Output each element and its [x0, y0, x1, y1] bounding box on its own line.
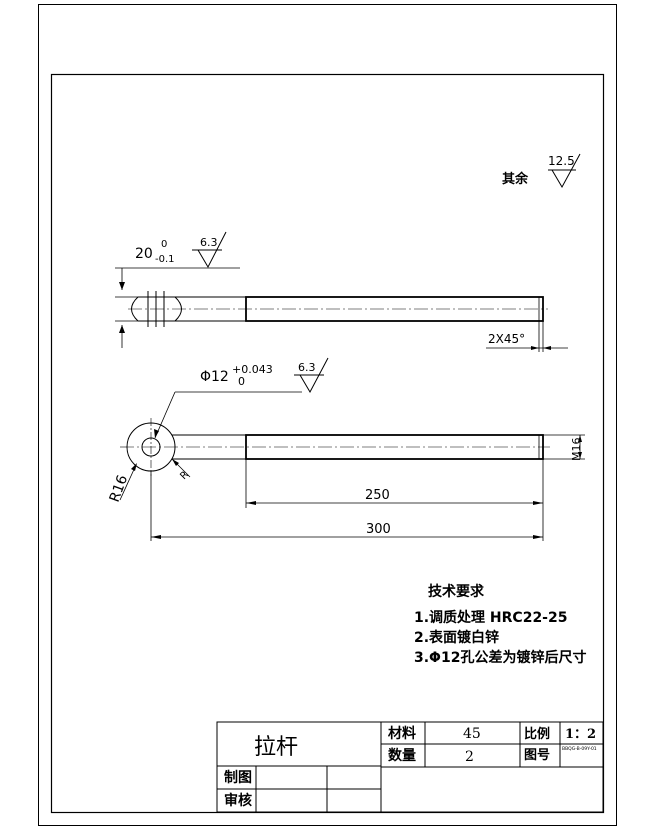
checked-label: 审核	[224, 792, 252, 809]
tech-req-item-2: 2.表面镀白锌	[414, 629, 499, 646]
top-width-tol-upper: 0	[161, 239, 167, 250]
material-label: 材料	[388, 725, 416, 742]
hole-tol-lower: 0	[238, 375, 245, 388]
top-roughness-value: 6.3	[200, 236, 218, 249]
hole-tol-upper: +0.043	[232, 363, 273, 376]
tech-requirements: 技术要求 1.调质处理 HRC22-25 2.表面镀白锌 3.Φ12孔公差为镀锌…	[414, 583, 586, 666]
surface-finish-other-value: 12.5	[548, 154, 575, 168]
total-length: 300	[366, 522, 391, 537]
tech-req-title: 技术要求	[428, 583, 485, 600]
rod-diameter: M16	[570, 438, 583, 462]
quantity-label: 数量	[388, 747, 416, 764]
part-name: 拉杆	[254, 735, 298, 760]
small-radius: R	[178, 469, 191, 482]
top-chamfer-dim: 2X45°	[488, 332, 525, 346]
drawing-no-label: 图号	[524, 748, 550, 763]
thread-length: 250	[365, 488, 390, 503]
front-view: Φ12 +0.043 0 6.3 R R16 M16	[107, 357, 585, 541]
title-block: 拉杆 材料 45 数量 2 比例 1：2 图号 BBQG-B-09Y-01 制图…	[216, 721, 604, 813]
scale-label: 比例	[524, 726, 550, 742]
top-width-dim: 20	[135, 246, 153, 262]
roughness-symbol-icon	[548, 153, 581, 189]
tech-req-item-3: 3.Φ12孔公差为镀锌后尺寸	[414, 649, 586, 666]
quantity-value: 2	[465, 749, 474, 765]
hole-dim: Φ12	[200, 369, 229, 385]
top-view: 20 0 -0.1 6.3 2X45°	[115, 231, 568, 352]
front-roughness-icon	[294, 357, 329, 394]
surface-finish-other-label: 其余	[502, 171, 529, 187]
top-width-tol-lower: -0.1	[155, 254, 175, 265]
tech-req-item-1: 1.调质处理 HRC22-25	[414, 609, 567, 626]
top-roughness-icon	[192, 231, 227, 269]
drawing-no-value: BBQG-B-09Y-01	[562, 746, 597, 752]
outer-frame	[38, 4, 617, 826]
drawn-label: 制图	[224, 769, 252, 786]
material-value: 45	[463, 726, 481, 742]
surface-finish-other: 其余 12.5	[502, 153, 581, 189]
head-radius: R16	[107, 473, 131, 504]
scale-value: 1：2	[565, 727, 596, 742]
front-roughness-value: 6.3	[298, 361, 316, 374]
